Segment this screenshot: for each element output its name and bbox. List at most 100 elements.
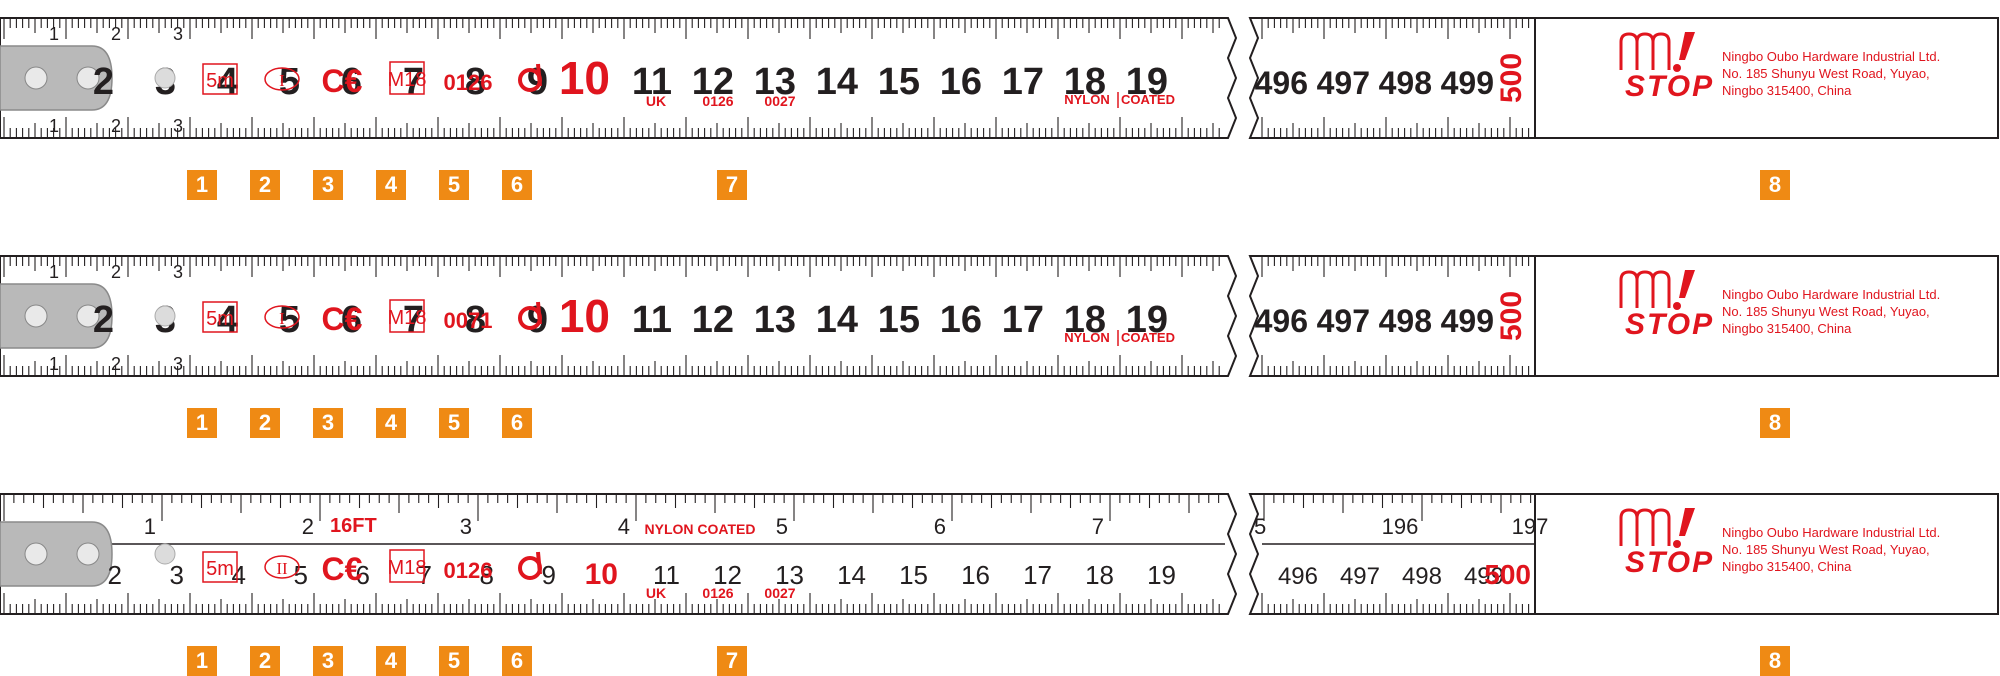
metrology-box <box>389 61 425 95</box>
cm-number: 13 <box>754 61 796 103</box>
inch-number: 4 <box>618 514 630 539</box>
end-inch-left: 5 <box>1254 514 1266 539</box>
tape-right-segment <box>1248 17 1999 139</box>
bottom-cm-mark: 2 <box>111 116 121 136</box>
hook-plate <box>0 45 113 111</box>
top-cm-mark: 3 <box>173 24 183 44</box>
cm-number: 16 <box>961 560 990 590</box>
inch-number: 7 <box>1092 514 1104 539</box>
sub-label: 0027 <box>764 93 795 109</box>
address-line: Ningbo Oubo Hardware Industrial Ltd. <box>1722 287 1941 302</box>
cm-number: 18 <box>1064 299 1106 341</box>
cm-number: 11 <box>653 560 680 590</box>
bottom-cm-mark: 1 <box>49 116 59 136</box>
graduation-ticks <box>3 593 1220 613</box>
cm-number: 9 <box>542 560 556 590</box>
callout-badge-3: 3 <box>313 646 343 676</box>
metrology-box <box>389 299 425 333</box>
sub-label: UK <box>646 585 666 601</box>
cm-number: 19 <box>1126 61 1168 103</box>
stop-hand-icon <box>1619 270 1695 310</box>
callout-badge-4: 4 <box>376 170 406 200</box>
cm-number: 6 <box>356 560 370 590</box>
cm-number: 10 <box>559 52 610 104</box>
callout-badge-1: 1 <box>187 170 217 200</box>
end-cm-number: 497 <box>1317 303 1370 339</box>
cm-number: 4 <box>217 61 238 103</box>
accuracy-class-oval <box>264 67 300 91</box>
callout-badge-3: 3 <box>313 408 343 438</box>
rivet-icon <box>76 304 100 328</box>
address-line: No. 185 Shunyu West Road, Yuyao, <box>1722 542 1930 557</box>
graduation-ticks <box>1261 257 1530 375</box>
cm-number: 15 <box>878 299 920 341</box>
end-cm-number: 496 <box>1255 303 1308 339</box>
callout-badge-2: 2 <box>250 646 280 676</box>
end-cm-number: 496 <box>1255 65 1308 101</box>
address-line: Ningbo Oubo Hardware Industrial Ltd. <box>1722 525 1941 540</box>
notified-body-number: 0126 <box>444 70 493 95</box>
rivet-icon <box>76 542 100 566</box>
graduation-ticks <box>1261 593 1530 613</box>
callout-badge-8: 8 <box>1760 646 1790 676</box>
tape-body <box>0 493 1999 615</box>
accuracy-class-label: I <box>279 71 285 90</box>
accuracy-class-oval <box>264 555 300 579</box>
end-inch-mid: 196 <box>1382 514 1419 539</box>
cm-number: 19 <box>1147 560 1176 590</box>
inch-number: 6 <box>934 514 946 539</box>
callout-badge-8: 8 <box>1760 170 1790 200</box>
callout-badge-1: 1 <box>187 408 217 438</box>
stop-word: STOP <box>1625 546 1715 579</box>
cm-number: 15 <box>899 560 928 590</box>
cm-number: 7 <box>403 299 424 341</box>
bottom-cm-mark: 3 <box>173 354 183 374</box>
tape-right-segment <box>1248 255 1999 377</box>
tape-hook <box>0 521 113 587</box>
coated-label: COATED <box>1121 92 1175 107</box>
inch-number: 2 <box>302 514 314 539</box>
stop-hand-icon <box>1619 508 1695 548</box>
top-cm-mark: 1 <box>49 24 59 44</box>
top-cm-mark: 2 <box>111 262 121 282</box>
cm-number: 16 <box>940 61 982 103</box>
rivet-icon <box>24 304 48 328</box>
nylon-label: NYLON <box>1064 92 1110 107</box>
inch-number: 1 <box>144 514 156 539</box>
accuracy-class-label: II <box>276 559 288 578</box>
rivet-icon <box>154 543 176 565</box>
callout-badge-1: 1 <box>187 646 217 676</box>
manufacturer-address: Ningbo Oubo Hardware Industrial Ltd.No. … <box>1722 48 1940 99</box>
cm-number: 18 <box>1064 61 1106 103</box>
cm-number: 14 <box>837 560 866 590</box>
end-500-number: 500 <box>1484 559 1531 590</box>
cm-number: 10 <box>585 558 618 591</box>
callout-badge-2: 2 <box>250 408 280 438</box>
nylon-label: NYLON <box>1064 330 1110 345</box>
end-cm-number: 498 <box>1379 303 1432 339</box>
tape-hook <box>0 283 113 349</box>
cm-number: 18 <box>1085 560 1114 590</box>
cm-number: 8 <box>480 560 494 590</box>
address-line: No. 185 Shunyu West Road, Yuyao, <box>1722 304 1930 319</box>
cm-number: 6 <box>341 61 362 103</box>
callout-badge-6: 6 <box>502 646 532 676</box>
sub-label: 0126 <box>702 93 733 109</box>
cm-number: 15 <box>878 61 920 103</box>
cm-number: 2 <box>108 560 122 590</box>
stop-word: STOP <box>1625 70 1715 103</box>
cm-number: 8 <box>465 61 486 103</box>
cm-number: 2 <box>93 299 114 341</box>
callout-badge-6: 6 <box>502 170 532 200</box>
cm-number: 11 <box>632 299 672 341</box>
length-box <box>202 551 238 583</box>
metrology-label: M18 <box>388 557 427 579</box>
cm-number: 13 <box>775 560 804 590</box>
bottom-cm-mark: 3 <box>173 116 183 136</box>
cm-number: 12 <box>692 61 734 103</box>
cm-number: 2 <box>93 61 114 103</box>
cm-number: 17 <box>1002 61 1044 103</box>
cm-number: 14 <box>816 299 858 341</box>
